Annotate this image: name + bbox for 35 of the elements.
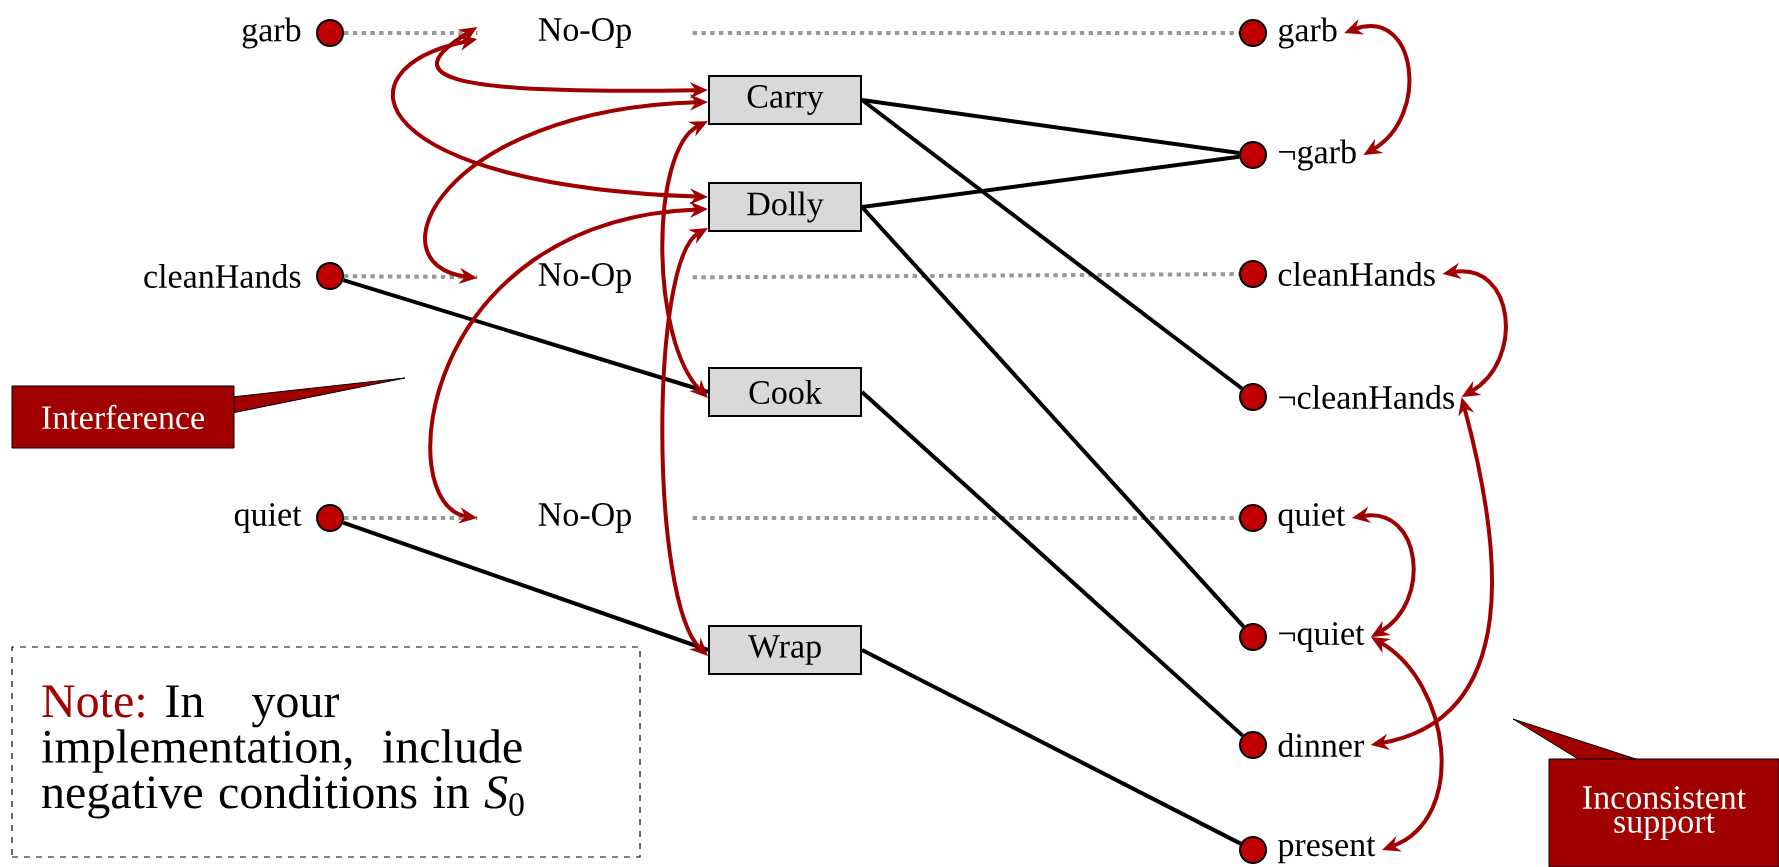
operator-label: No-Op bbox=[538, 263, 631, 293]
line bbox=[342, 520, 709, 652]
dotted-line bbox=[344, 516, 478, 520]
line bbox=[860, 390, 1244, 738]
line bbox=[861, 648, 1242, 846]
dotted-line bbox=[692, 516, 1239, 520]
literal-label: present bbox=[1277, 836, 1376, 864]
literal-label: ¬garb bbox=[1279, 139, 1356, 171]
line bbox=[342, 278, 709, 394]
literal-label: ¬quiet bbox=[1279, 622, 1365, 652]
literal-label: quiet bbox=[234, 503, 302, 533]
line bbox=[861, 154, 1240, 209]
dotted-line bbox=[344, 31, 478, 35]
callout: Interference bbox=[11, 377, 406, 449]
action-box: Dolly bbox=[708, 182, 862, 232]
dotted-line bbox=[344, 274, 478, 280]
dotted-line bbox=[692, 272, 1240, 280]
dotted-line bbox=[692, 31, 1239, 35]
literal-label: ¬cleanHands bbox=[1279, 385, 1454, 409]
line bbox=[860, 98, 1244, 391]
action-box: Cook bbox=[708, 367, 862, 417]
action-box: Wrap bbox=[708, 625, 862, 675]
note-box: Note: In your implementation, include negative conditions in S$_{0}$ bbox=[11, 646, 641, 858]
literal-label: garb bbox=[1278, 17, 1337, 49]
literal-label: dinner bbox=[1278, 733, 1364, 757]
operator-label: No-Op bbox=[538, 18, 631, 48]
callout: Inconsistent support bbox=[1512, 718, 1779, 867]
literal-label: cleanHands bbox=[144, 264, 301, 288]
operator-label: No-Op bbox=[538, 503, 631, 533]
action-box: Carry bbox=[708, 75, 862, 125]
line bbox=[860, 205, 1246, 628]
literal-label: quiet bbox=[1278, 503, 1346, 533]
literal-label: garb bbox=[242, 17, 301, 49]
line bbox=[861, 98, 1240, 156]
literal-label: cleanHands bbox=[1278, 262, 1435, 286]
